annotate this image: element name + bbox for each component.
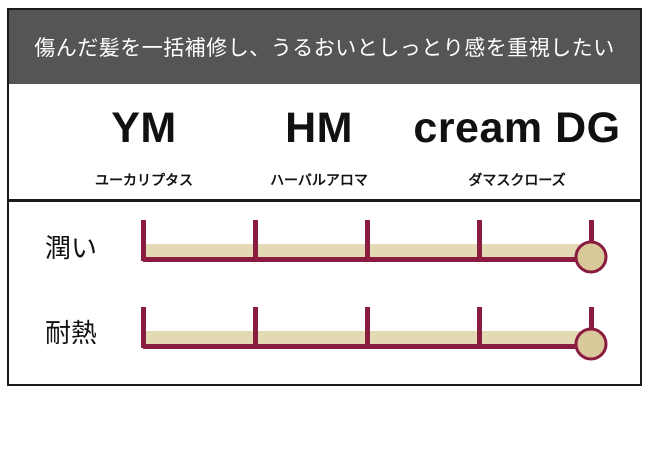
product-name: YM (111, 104, 177, 152)
scale-tick (589, 220, 594, 261)
scale-tick (141, 307, 146, 348)
header-title: 傷んだ髪を一括補修し、うるおいとしっとり感を重視したい (34, 36, 615, 60)
rating-label-moisture: 潤い (45, 234, 98, 264)
product-columns: YM ユーカリプタス HM ハーバルアロマ cream DG ダマスクローズ (9, 84, 640, 199)
rating-scales (141, 220, 608, 361)
scale-tick (365, 220, 370, 261)
product-scent: ダマスクローズ (468, 173, 566, 189)
scale-tick (253, 220, 258, 261)
comparison-card: 傷んだ髪を一括補修し、うるおいとしっとり感を重視したい YM ユーカリプタス H… (7, 8, 642, 386)
scale-tick (253, 307, 258, 348)
product-scent: ユーカリプタス (95, 173, 193, 189)
scale-knob (574, 240, 608, 274)
scale-tick (141, 220, 146, 261)
rating-label-heat: 耐熱 (45, 319, 98, 349)
rating-scale-heat (141, 307, 608, 361)
scale-tick (477, 220, 482, 261)
scale-tick (589, 307, 594, 348)
product-name: cream DG (413, 104, 621, 152)
header-banner: 傷んだ髪を一括補修し、うるおいとしっとり感を重視したい (9, 10, 640, 84)
product-name: HM (285, 104, 353, 152)
scale-tick (477, 307, 482, 348)
section-divider (9, 199, 640, 202)
product-scent: ハーバルアロマ (270, 173, 368, 189)
rating-scale-moisture (141, 220, 608, 274)
scale-knob (574, 327, 608, 361)
scale-tick (365, 307, 370, 348)
